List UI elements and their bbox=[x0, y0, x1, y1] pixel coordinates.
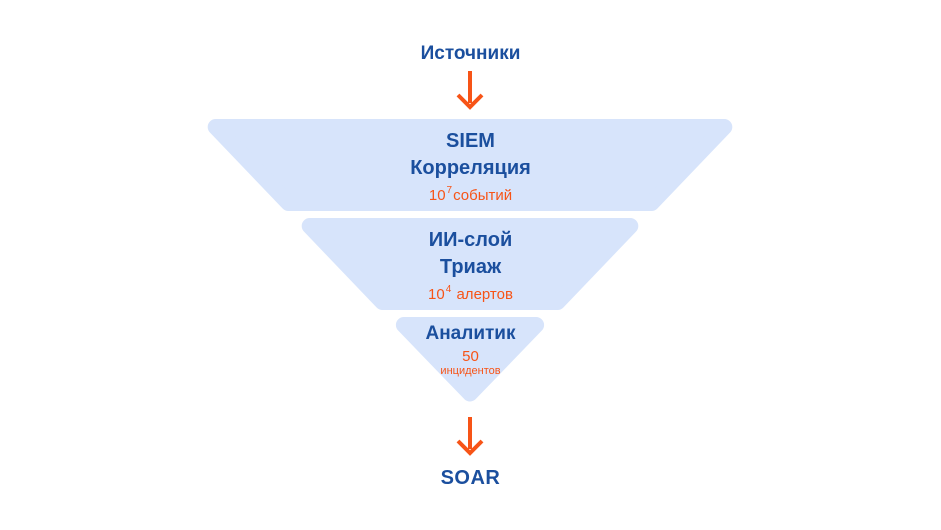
funnel-tier-3-text: Аналитик 50 инцидентов bbox=[0, 322, 941, 378]
tier-3-metric-unit: инцидентов bbox=[440, 365, 501, 377]
sources-label: Источники bbox=[420, 43, 521, 64]
down-arrow-top-icon bbox=[456, 71, 484, 110]
funnel-tier-2-shape bbox=[301, 218, 639, 310]
tier-2-metric-base: 10 bbox=[428, 286, 445, 303]
tier-2-title-line2: Триаж bbox=[439, 256, 502, 278]
soar-label: SOAR bbox=[440, 467, 501, 489]
tier-2-metric-unit: алертов bbox=[456, 286, 513, 303]
funnel-tier-2-text: ИИ-слой Триаж 104 алертов bbox=[0, 227, 941, 304]
funnel-tier-3-shape bbox=[395, 317, 545, 402]
tier-1-title-line2: Корреляция bbox=[410, 157, 531, 179]
tier-2-title-line1: ИИ-слой bbox=[428, 229, 513, 251]
funnel-tier-1-text: SIEM Корреляция 107событий bbox=[0, 128, 941, 205]
tier-2-metric: 104 алертов bbox=[0, 284, 941, 304]
tier-3-title: Аналитик bbox=[425, 323, 516, 344]
down-arrow-bottom-icon bbox=[456, 417, 484, 456]
tier-2-metric-exponent: 4 bbox=[445, 284, 452, 295]
tier-1-metric-exponent: 7 bbox=[446, 185, 453, 196]
funnel-tier-1-shape bbox=[207, 119, 733, 211]
tier-1-title-line1: SIEM bbox=[446, 130, 495, 152]
tier-1-metric: 107событий bbox=[0, 185, 941, 205]
tier-1-metric-base: 10 bbox=[428, 187, 446, 204]
tier-3-metric-value: 50 bbox=[462, 348, 479, 365]
tier-1-metric-unit: событий bbox=[453, 187, 513, 204]
